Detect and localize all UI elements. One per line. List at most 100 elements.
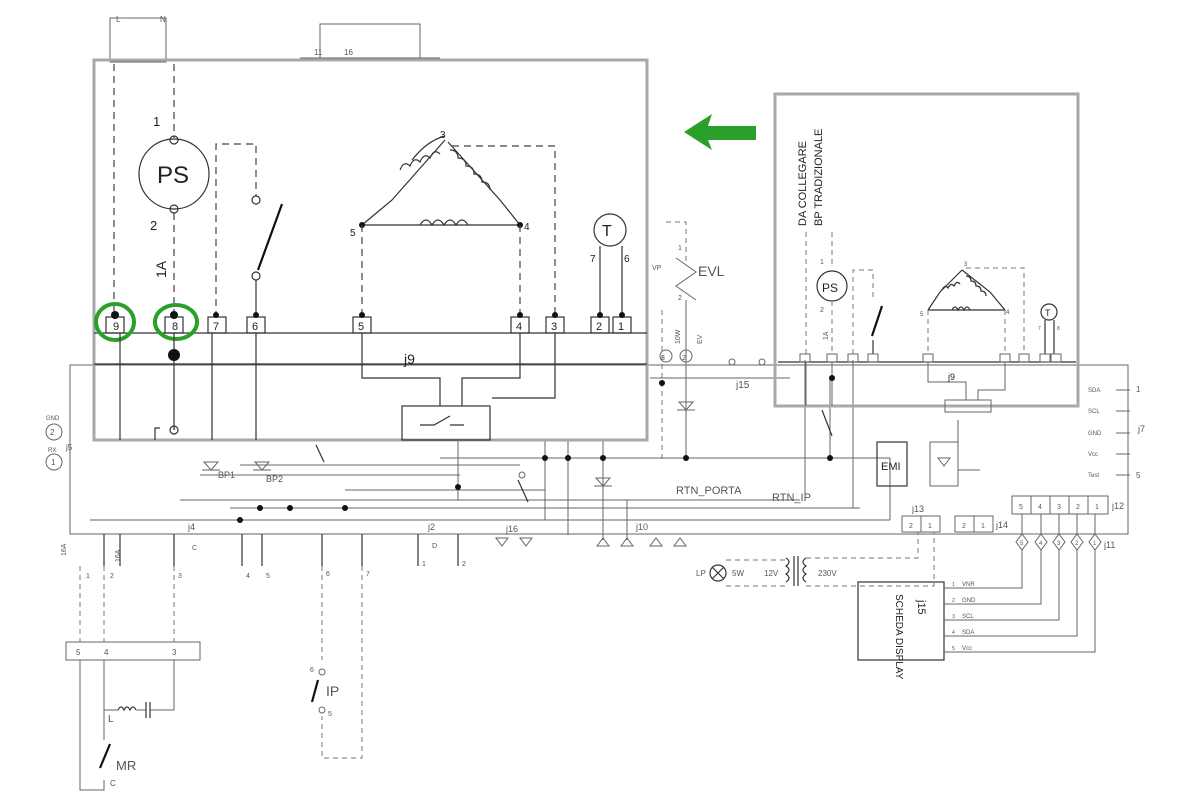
display-pin-num-3: 3 bbox=[952, 614, 955, 620]
ps-pin-1: 1 bbox=[153, 114, 160, 129]
emi-label: EMI bbox=[881, 461, 901, 473]
inset-thermostat-pin-7: 7 bbox=[1038, 326, 1041, 332]
inset-frame bbox=[773, 92, 1080, 408]
ip-pin-5: 5 bbox=[328, 711, 332, 718]
inset-ps-1a-label: 1A bbox=[823, 331, 830, 340]
inset-caption-line-2: BP TRADIZIONALE bbox=[813, 129, 825, 226]
j2-label: 2 bbox=[682, 355, 686, 362]
inset-ps-pin-2: 2 bbox=[820, 307, 824, 314]
bottom-pin-3: 3 bbox=[178, 573, 182, 580]
zoom-frame bbox=[92, 58, 649, 442]
terminal-5: 5 bbox=[76, 648, 81, 657]
right-label-gnd: GND bbox=[1088, 431, 1102, 437]
j5-label: j5 bbox=[65, 443, 73, 452]
j12-pin-1: 1 bbox=[1095, 504, 1099, 511]
mr-c-label: C bbox=[110, 779, 116, 788]
display-pins: 1 2 3 4 5 VNR GND SCL SDA Vcc bbox=[944, 550, 1096, 653]
j12-pin-5: 5 bbox=[1019, 504, 1023, 511]
j16-label: j16 bbox=[505, 524, 518, 534]
emi-block bbox=[876, 441, 908, 487]
c-label: C bbox=[192, 545, 197, 552]
inset-motor-pin-5: 5 bbox=[920, 312, 924, 318]
inset-ps-label: PS bbox=[822, 281, 838, 295]
evl-pin-1: 1 bbox=[678, 245, 682, 252]
right-label-sda: SDA bbox=[1088, 388, 1100, 394]
zoom-pin-2: 2 bbox=[596, 321, 602, 333]
pressure-switch-icon bbox=[138, 138, 210, 210]
j12-label: j12 bbox=[1111, 501, 1124, 511]
j13-pin-1: 1 bbox=[928, 523, 932, 530]
evl-pin-2: 2 bbox=[678, 295, 682, 302]
inset-ps-pin-1: 1 bbox=[820, 259, 824, 266]
display-pin-num-5: 5 bbox=[952, 646, 955, 652]
j12-pin-2: 2 bbox=[1076, 504, 1080, 511]
zoom-pin-4: 4 bbox=[516, 321, 522, 333]
right-label-scl: SCL bbox=[1088, 409, 1100, 415]
highlight-pin-9 bbox=[94, 302, 136, 342]
zoom-pin-8: 8 bbox=[172, 321, 178, 333]
top-connector-block bbox=[319, 23, 421, 59]
motor-pin-5: 5 bbox=[350, 228, 356, 239]
rx-label: RX bbox=[48, 448, 56, 454]
zoom-pin-5: 5 bbox=[358, 321, 364, 333]
terminal-3: 3 bbox=[172, 648, 177, 657]
rtn-porta-label: RTN_PORTA bbox=[676, 485, 742, 497]
mr-switch-label: MR bbox=[116, 758, 136, 773]
inset-motor-pin-4: 4 bbox=[1006, 310, 1010, 316]
display-pin-num-2: 2 bbox=[952, 598, 955, 604]
ps-label: PS bbox=[157, 162, 189, 189]
inductor-l-label: L bbox=[108, 714, 114, 725]
zoom-pin-1: 1 bbox=[618, 321, 624, 333]
inset-motor-pin-3: 3 bbox=[964, 262, 968, 268]
inset-thermostat-pin-8: 8 bbox=[1057, 326, 1060, 332]
rx-number: 1 bbox=[51, 458, 56, 467]
j10-label: j10 bbox=[635, 522, 648, 532]
lp-watt-label: 5W bbox=[732, 569, 744, 578]
lamp-icon bbox=[709, 564, 727, 582]
bottom-pin-4: 4 bbox=[246, 573, 250, 580]
top-pin-16: 16 bbox=[344, 48, 353, 57]
vp-label: VP bbox=[652, 265, 662, 272]
bottom-pin-6: 6 bbox=[326, 571, 330, 578]
bottom-pin-5: 5 bbox=[266, 573, 270, 580]
thermostat-label: T bbox=[602, 223, 612, 240]
inset-caption-line-1: DA COLLEGARE bbox=[797, 141, 809, 226]
j12-pin-4: 4 bbox=[1038, 504, 1042, 511]
j12-connector: 5 4 3 2 1 j12 bbox=[1011, 495, 1124, 515]
ip-switch-label: IP bbox=[326, 683, 339, 699]
evl-label: EVL bbox=[698, 263, 725, 279]
transformer-230v-label: 230V bbox=[818, 569, 837, 578]
right-label-test: Test bbox=[1088, 473, 1099, 479]
rx-terminal bbox=[45, 453, 63, 471]
bottom-pin-d1: 1 bbox=[422, 561, 426, 568]
j14-pin-2: 2 bbox=[962, 523, 966, 530]
j3-terminal bbox=[659, 349, 673, 363]
relay-block bbox=[401, 405, 491, 441]
inset-panel: DA COLLEGARE BP TRADIZIONALE PS 1 2 1A 3… bbox=[773, 92, 1080, 413]
j11-pin-4: 4 bbox=[1039, 541, 1043, 547]
display-board-j15: j15 bbox=[915, 599, 927, 615]
motor-pin-4: 4 bbox=[524, 222, 530, 233]
transformer-12v-label: 12V bbox=[764, 569, 779, 578]
display-pin-num-4: 4 bbox=[952, 630, 955, 636]
bottom-pin-7: 7 bbox=[366, 571, 370, 578]
j13-pin-2: 2 bbox=[909, 523, 913, 530]
j7-label: j7 bbox=[1137, 424, 1145, 434]
gnd-label: GND bbox=[46, 416, 60, 422]
gnd-terminal bbox=[45, 423, 63, 441]
display-pin-vcc: Vcc bbox=[962, 646, 972, 652]
j14-pin-1: 1 bbox=[981, 523, 985, 530]
j7-connector: 1 5 j7 SDA SCL GND Vcc Test bbox=[1088, 385, 1145, 480]
display-pin-gnd: GND bbox=[962, 598, 976, 604]
display-pin-sda: SDA bbox=[962, 630, 974, 636]
top-pin-11: 11 bbox=[314, 48, 323, 57]
base-schematic: L N 11 16 2 GND 1 RX j5 EVL 1 2 VP 10W E… bbox=[45, 15, 1145, 791]
bp1-label: BP1 bbox=[218, 470, 235, 480]
bottom-pin-1: 1 bbox=[86, 573, 90, 580]
j11-pin-1: 1 bbox=[1093, 541, 1097, 547]
ps-pin-2: 2 bbox=[150, 218, 157, 233]
motor-pin-3: 3 bbox=[440, 130, 446, 141]
j2-terminal bbox=[679, 349, 693, 363]
